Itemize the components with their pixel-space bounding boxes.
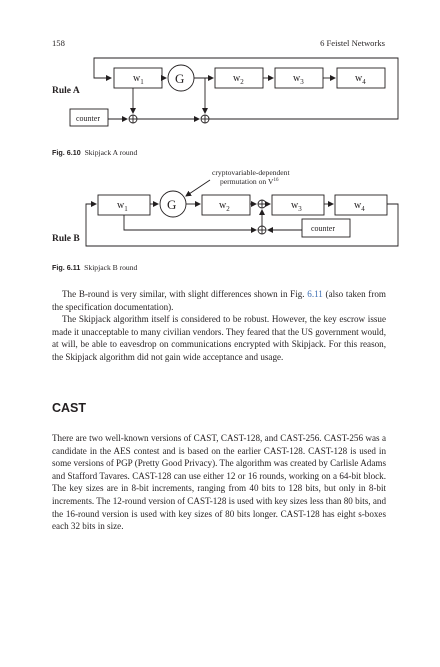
fig-b-note-2: permutation on V16 [220,177,279,186]
figure-6-11-diagram [85,179,399,247]
svg-text:w1: w1 [117,200,128,213]
fig-b-w3-box [271,194,325,216]
page-number: 158 [52,38,65,48]
svg-text:w2: w2 [219,200,230,213]
svg-text:counter: counter [311,224,335,233]
svg-text:G: G [175,71,184,86]
running-head: 6 Feistel Networks [320,38,385,48]
fig-6-10-caption: Fig. 6.10 Skipjack A round [52,148,138,157]
paragraph-skipjack: The Skipjack algorithm itself is conside… [52,314,386,362]
fig-b-counter-box [301,218,351,238]
svg-text:counter: counter [76,114,100,123]
section-heading-cast: CAST [52,401,87,415]
figure-6-10-labels: Rule A w1 G w2 w3 w4 counter [52,71,366,123]
svg-text:w3: w3 [293,73,304,86]
paragraph-cast: There are two well-known versions of CAS… [52,433,386,532]
fig-a-w4-box [336,67,386,89]
svg-text:w4: w4 [355,73,366,86]
fig-6-11-caption: Fig. 6.11 Skipjack B round [52,263,138,272]
svg-text:G: G [167,197,176,212]
fig-b-w4-box [334,194,388,216]
svg-text:w3: w3 [291,200,302,213]
figure-6-10-diagram [69,57,399,127]
fig-a-counter-box [69,108,109,127]
svg-text:w4: w4 [354,200,365,213]
fig-b-rule-label: Rule B [52,234,80,244]
svg-text:w2: w2 [233,73,244,86]
fig-6-11-link[interactable]: 6.11 [307,289,323,299]
fig-b-note: cryptovariable-dependent [212,168,290,177]
paragraph-b-round: The B-round is very similar, with slight… [52,289,386,312]
fig-a-rule-label: Rule A [52,86,80,96]
svg-text:w1: w1 [133,73,144,86]
fig-b-w2-box [201,194,251,216]
figure-6-11-labels: Rule B cryptovariable-dependent permutat… [52,168,365,244]
